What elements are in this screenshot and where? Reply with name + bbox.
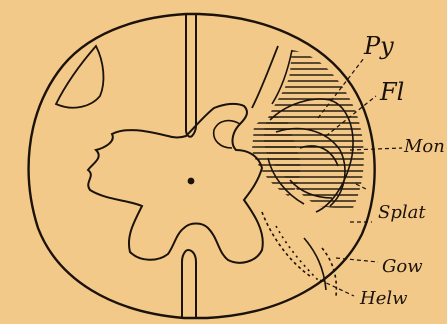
label-mon: Mon — [403, 136, 445, 157]
label-py: Py — [363, 32, 394, 60]
label-fl: Fl — [379, 78, 404, 106]
label-gow: Gow — [382, 256, 423, 277]
label-helw: Helw — [359, 288, 408, 309]
label-splat: Splat — [378, 202, 426, 223]
central-canal — [188, 178, 195, 185]
